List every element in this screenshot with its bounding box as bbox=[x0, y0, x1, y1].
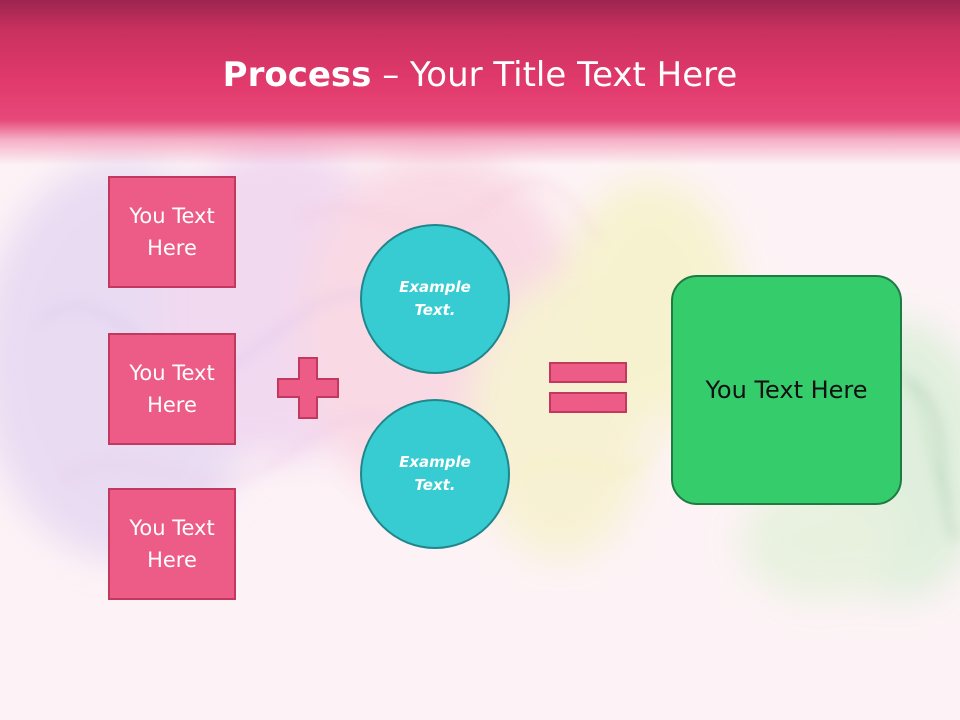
input-box-3: You Text Here bbox=[108, 488, 236, 600]
input-box-text: You Text Here bbox=[129, 361, 215, 417]
example-circle-1: Example Text. bbox=[360, 224, 510, 374]
input-box-2: You Text Here bbox=[108, 333, 236, 445]
title-dash: – bbox=[371, 55, 411, 95]
result-text: You Text Here bbox=[705, 376, 868, 404]
result-box: You Text Here bbox=[671, 275, 902, 505]
equals-icon bbox=[549, 362, 627, 413]
title-rest: Your Title Text Here bbox=[410, 55, 738, 95]
circle-text: Example Text. bbox=[399, 453, 471, 494]
input-box-text: You Text Here bbox=[129, 516, 215, 572]
slide-title: Process – Your Title Text Here bbox=[0, 52, 960, 98]
title-bar bbox=[0, 0, 960, 165]
plus-icon bbox=[277, 357, 339, 419]
input-box-1: You Text Here bbox=[108, 176, 236, 288]
input-box-text: You Text Here bbox=[129, 204, 215, 260]
title-bold: Process bbox=[222, 55, 372, 95]
circle-text: Example Text. bbox=[399, 278, 471, 319]
example-circle-2: Example Text. bbox=[360, 399, 510, 549]
